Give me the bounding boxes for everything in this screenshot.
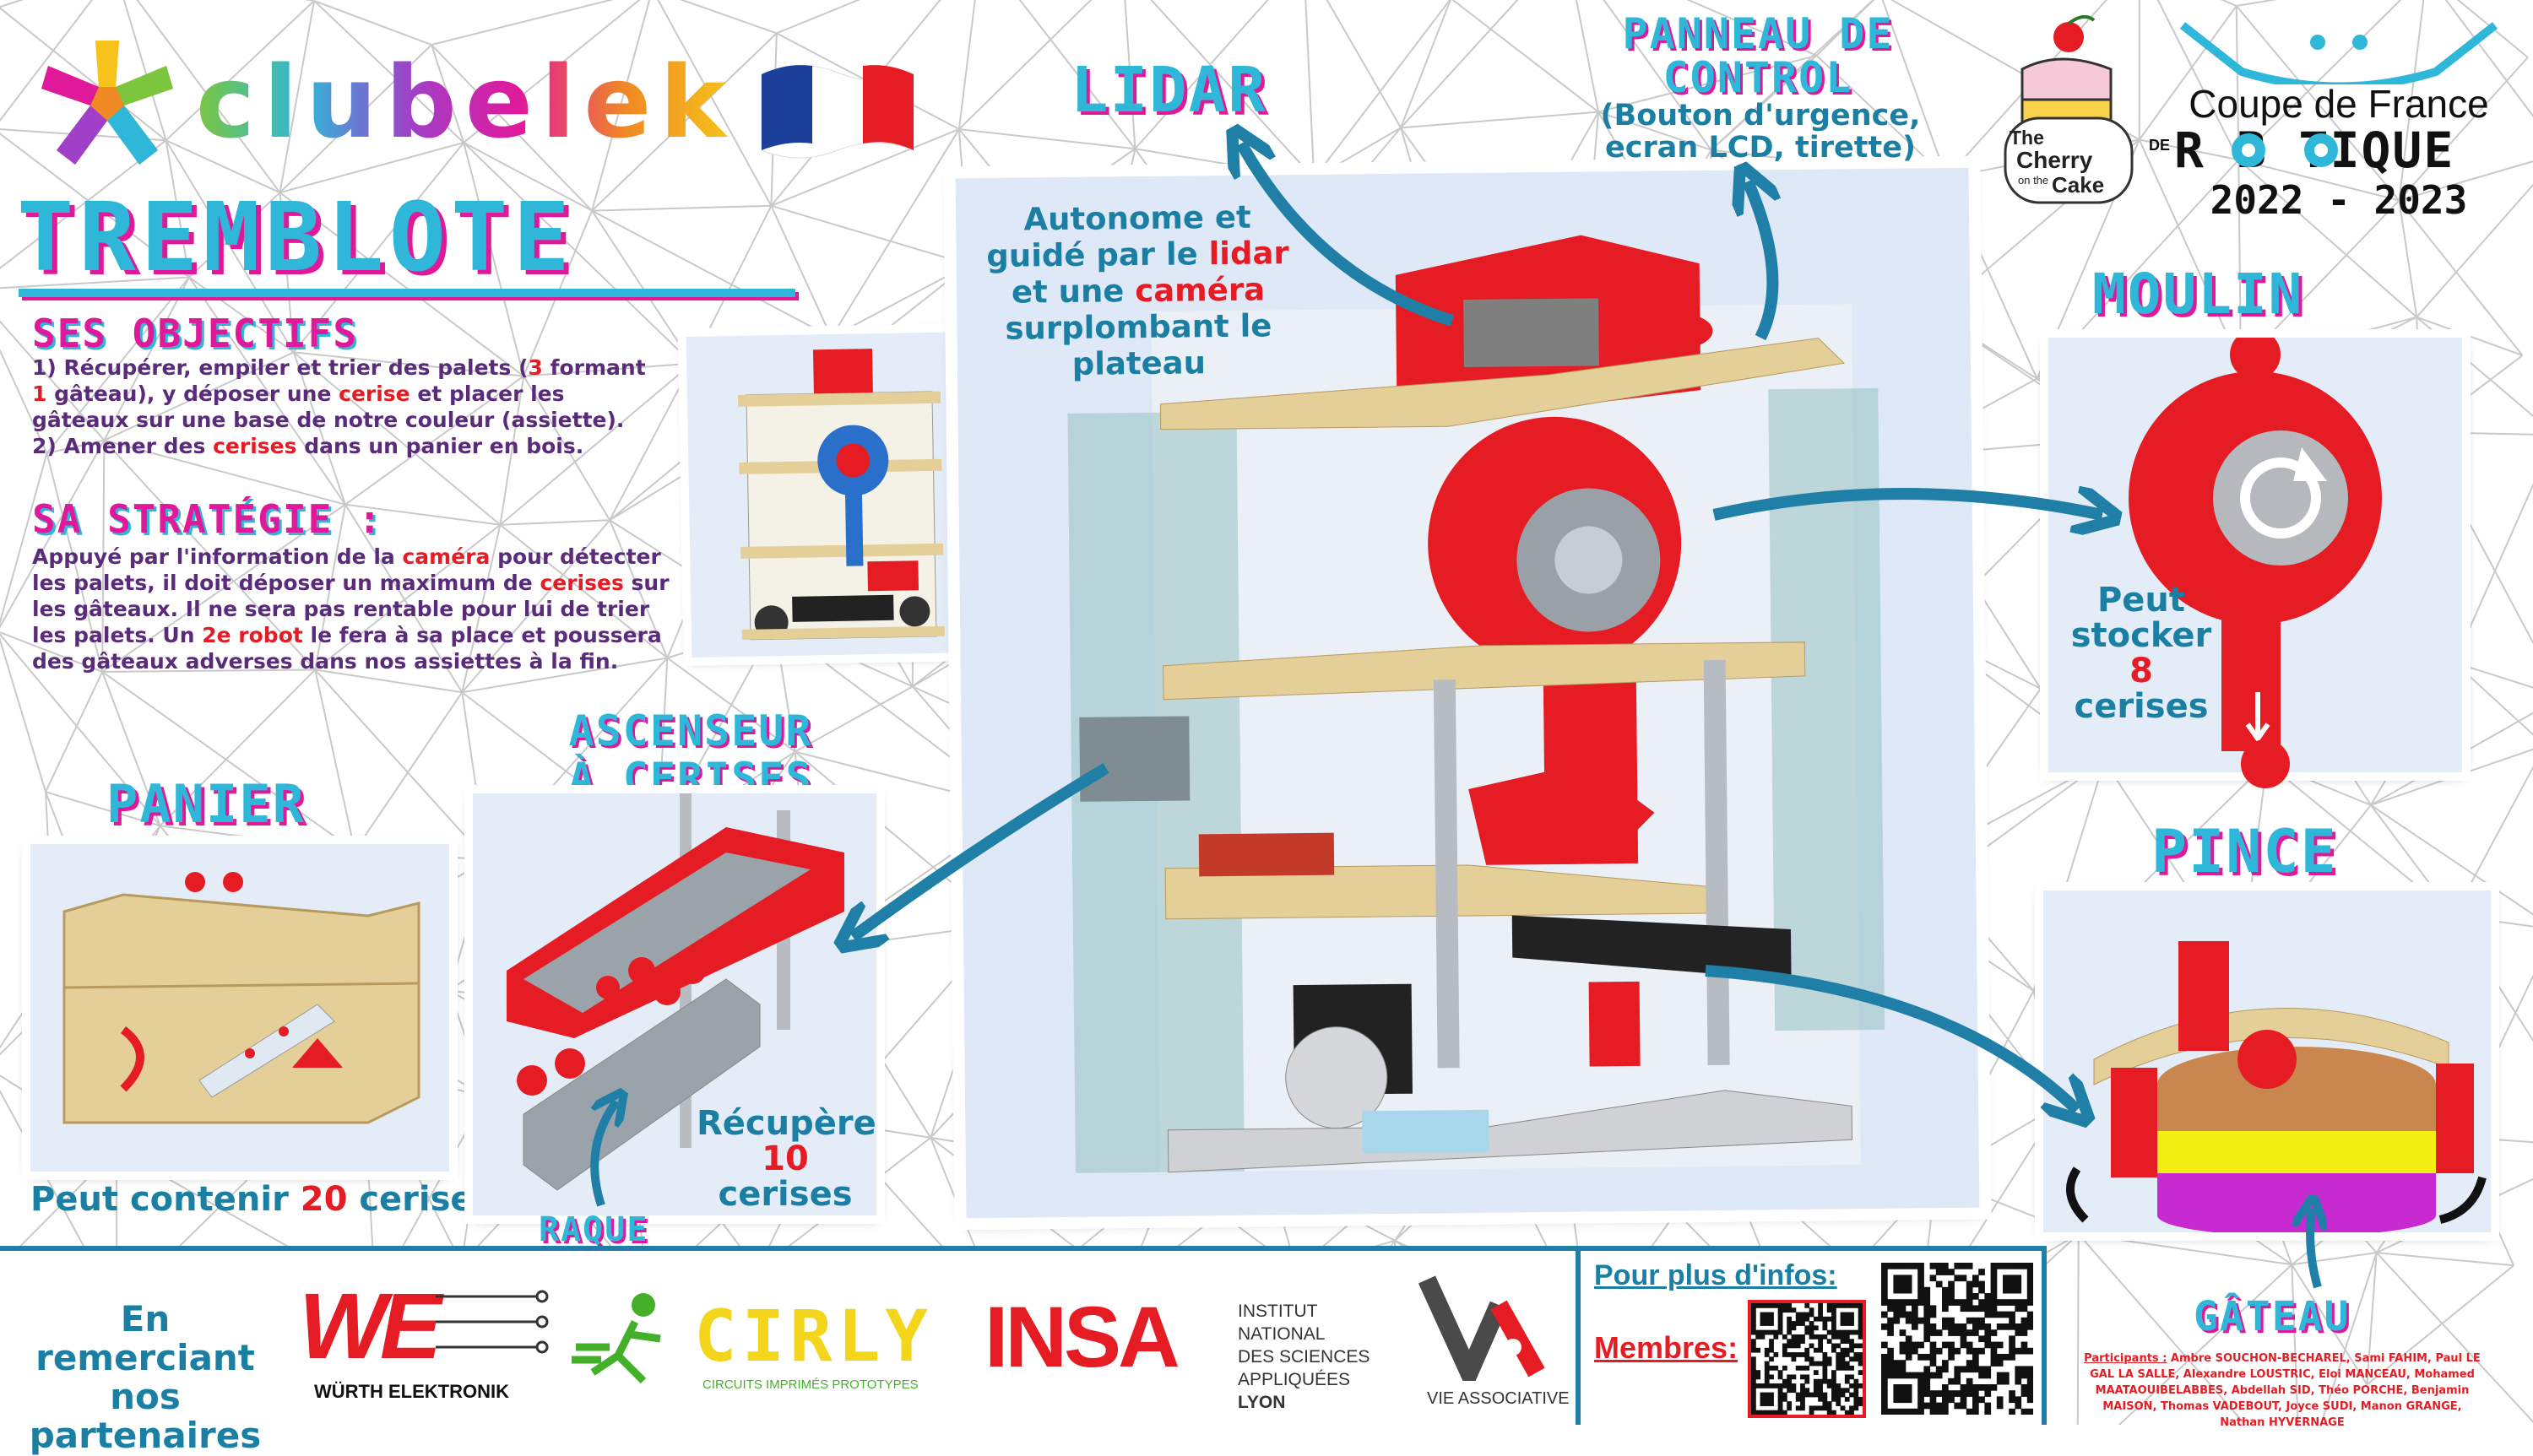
de-text: DE xyxy=(2149,137,2170,154)
background-net-line xyxy=(1451,0,1598,112)
pince-card xyxy=(2043,890,2491,1232)
coupe-de-france-logo: Coupe de France DE R B TIQUE 2022 - 2023 xyxy=(2149,8,2529,219)
moulin-card: Peut stocker 8 cerises xyxy=(2048,338,2462,772)
ascenseur-title: ASCENSEUR À CERISES xyxy=(530,707,851,802)
robot-name-title: TREMBLOTE xyxy=(17,187,575,289)
footer-partners: En remerciant nos partenaires WE WÜRTH E… xyxy=(0,1246,1581,1425)
pince-title: PINCE xyxy=(2151,817,2338,886)
background-net-line xyxy=(115,0,314,1)
insa-desc: INSTITUT NATIONAL DES SCIENCES APPLIQUÉE… xyxy=(1238,1300,1407,1414)
participants-list: Participants : Ambre SOUCHON-BECHAREL, S… xyxy=(2084,1350,2481,1431)
background-net-line xyxy=(771,206,968,265)
membres-label: Membres: xyxy=(1594,1330,1738,1366)
strategy-text: Appuyé par l'information de la caméra po… xyxy=(32,544,682,674)
robot-main-render: Autonome et guidé par le lidar et une ca… xyxy=(956,168,1980,1218)
pince-render-image xyxy=(2043,890,2491,1232)
qr-code-pattern xyxy=(1751,1303,1863,1415)
background-net-line xyxy=(1314,127,1401,178)
background-net-line xyxy=(0,0,115,8)
background-net-line xyxy=(315,669,486,859)
background-net-line xyxy=(832,264,969,337)
cherry-on-the-cake-logo: The Cherry on the Cake xyxy=(1984,15,2136,209)
background-net-line xyxy=(1314,0,1451,178)
background-net-line xyxy=(2079,1234,2292,1264)
ascenseur-desc: Récupère 10 cerises xyxy=(697,1106,874,1212)
logo-the: The xyxy=(2010,127,2044,149)
background-net-line xyxy=(1401,0,1451,127)
background-net-line xyxy=(959,129,1136,149)
control-panel-title: PANNEAU DE CONTROL xyxy=(1581,12,1935,100)
control-panel-desc: (Bouton d'urgence, ecran LCD, tirette) xyxy=(1587,100,1934,164)
moulin-title: MOULIN xyxy=(2092,262,2303,327)
lidar-label: LIDAR xyxy=(1071,54,1267,127)
background-net-line xyxy=(46,672,102,792)
background-net-line xyxy=(592,206,771,211)
cirly-wordmark: CIRLY xyxy=(694,1295,933,1378)
moulin-desc: Peut stocker 8 cerises xyxy=(2057,582,2226,724)
background-net-line xyxy=(315,669,355,851)
panier-render-image xyxy=(30,844,449,1172)
qr-code-pattern xyxy=(1881,1263,2033,1415)
panier-desc: Peut contenir 20 cerises xyxy=(30,1180,493,1219)
footer-infos: Pour plus d'infos: Membres: xyxy=(1581,1246,2047,1425)
insa-logo: INSA INSTITUT NATIONAL DES SCIENCES APPL… xyxy=(984,1288,1407,1398)
logo-cherry: Cherry xyxy=(2016,147,2092,174)
circuit-lines-icon xyxy=(436,1280,554,1372)
panier-card xyxy=(30,844,449,1172)
raque-label: RAQUE xyxy=(539,1210,648,1249)
wurth-logo: WE WÜRTH ELEKTRONIK xyxy=(284,1273,554,1416)
background-net-line xyxy=(2377,1253,2514,1265)
panier-title: PANIER xyxy=(106,773,306,835)
runner-icon xyxy=(567,1288,686,1389)
clubelek-wordmark: clubelek xyxy=(196,47,735,157)
background-net-line xyxy=(500,520,610,524)
thanks-text: En remerciant nos partenaires xyxy=(19,1300,272,1455)
va-mark-icon xyxy=(1418,1271,1570,1381)
vie-associative-logo: VIE ASSOCIATIVE xyxy=(1418,1271,1570,1415)
va-subtitle: VIE ASSOCIATIVE xyxy=(1427,1389,1570,1409)
insa-wordmark: INSA xyxy=(984,1288,1177,1387)
background-net-line xyxy=(1401,112,1598,128)
background-net-line xyxy=(1304,0,1401,127)
france-flag-icon xyxy=(753,57,922,167)
objectives-text: 1) Récupérer, empiler et trier des palet… xyxy=(32,355,665,459)
ascenseur-card: Récupère 10 cerises xyxy=(473,793,876,1215)
logo-cake: Cake xyxy=(2052,172,2104,198)
background-net-line xyxy=(355,692,462,851)
title-underline xyxy=(19,289,795,297)
background-net-line xyxy=(2078,1234,2079,1425)
cirly-logo: CIRLY CIRCUITS IMPRIMÉS PROTOTYPES xyxy=(567,1288,956,1398)
robot-small-render-image xyxy=(686,332,979,658)
objectives-title: SES OBJECTIFS xyxy=(32,311,358,356)
center-note: Autonome et guidé par le lidar et une ca… xyxy=(973,198,1304,383)
members-qr-code[interactable] xyxy=(1748,1300,1866,1418)
robot-overview-render xyxy=(686,332,979,658)
clubelek-logo: clubelek xyxy=(27,24,922,184)
gateau-label: GÂTEAU xyxy=(2194,1293,2350,1340)
logo-on-the: on the xyxy=(2018,174,2048,187)
background-net-line xyxy=(771,206,831,338)
background-net-line xyxy=(1135,149,1314,178)
cirly-subtitle: CIRCUITS IMPRIMÉS PROTOTYPES xyxy=(702,1378,919,1392)
background-net-line xyxy=(592,211,692,364)
background-net-line xyxy=(1304,0,1314,178)
wurth-text: WÜRTH ELEKTRONIK xyxy=(314,1381,509,1403)
years-text: 2022 - 2023 xyxy=(2149,177,2529,223)
background-net-line xyxy=(2454,663,2533,696)
infos-qr-code[interactable] xyxy=(1881,1263,2033,1415)
strategy-title: SA STRATÉGIE : xyxy=(32,496,383,542)
crown-icon xyxy=(2149,8,2529,84)
coupe-text: Coupe de France xyxy=(2149,81,2529,127)
background-net-line xyxy=(592,211,831,338)
infos-label: Pour plus d'infos: xyxy=(1594,1259,1837,1292)
background-net-line xyxy=(2454,435,2533,663)
gear-icons xyxy=(2230,125,2348,176)
wurth-we-mark: WE xyxy=(299,1273,435,1380)
background-net-line xyxy=(2140,0,2237,6)
moulin-output-cherry xyxy=(2241,739,2290,788)
